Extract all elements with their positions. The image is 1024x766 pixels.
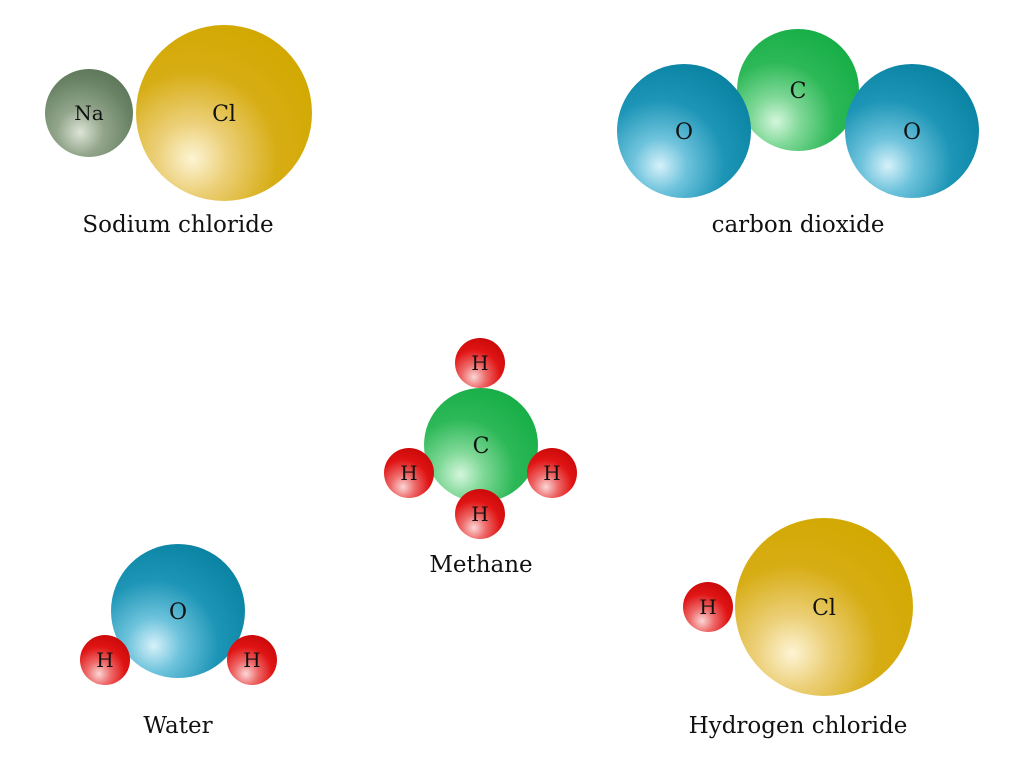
- atom-o: O: [845, 64, 979, 198]
- atom-sphere: [384, 448, 434, 498]
- atom-label: H: [471, 502, 488, 526]
- atom-o: O: [617, 64, 751, 198]
- atom-sphere: [527, 448, 577, 498]
- atom-label: Na: [74, 101, 104, 125]
- atom-sphere: [455, 338, 505, 388]
- atom-h: H: [384, 448, 434, 498]
- atom-label: H: [471, 351, 488, 375]
- atom-o: O: [111, 544, 245, 678]
- atom-label: H: [96, 648, 113, 672]
- atom-label: C: [790, 79, 807, 104]
- atom-sphere: [111, 544, 245, 678]
- molecule-hydrogen-chloride: Cl H Hydrogen chloride: [683, 518, 913, 739]
- atom-h: H: [683, 582, 733, 632]
- atom-sphere: [455, 489, 505, 539]
- atom-sphere: [136, 25, 312, 201]
- atom-c: C: [424, 388, 538, 502]
- atom-na: Na: [45, 69, 133, 157]
- atom-h: H: [455, 489, 505, 539]
- atom-cl: Cl: [136, 25, 312, 201]
- atom-label: H: [543, 461, 560, 485]
- molecule-name-label: carbon dioxide: [712, 212, 885, 238]
- atom-label: O: [675, 120, 693, 145]
- atom-label: H: [699, 595, 716, 619]
- atom-sphere: [424, 388, 538, 502]
- atom-sphere: [735, 518, 913, 696]
- atom-sphere: [845, 64, 979, 198]
- atom-c: C: [737, 29, 859, 151]
- atom-label: O: [169, 600, 187, 625]
- molecule-name-label: Hydrogen chloride: [689, 713, 908, 739]
- molecule-water: O H H Water: [80, 544, 277, 739]
- atom-h: H: [227, 635, 277, 685]
- atom-label: Cl: [812, 596, 836, 621]
- atom-label: H: [243, 648, 260, 672]
- atom-cl: Cl: [735, 518, 913, 696]
- atom-label: C: [473, 434, 490, 459]
- atom-label: H: [400, 461, 417, 485]
- molecule-name-label: Sodium chloride: [82, 212, 273, 238]
- molecule-name-label: Water: [143, 713, 212, 739]
- atom-sphere: [737, 29, 859, 151]
- molecule-methane: C H H H H Methane: [384, 338, 577, 578]
- atom-sphere: [617, 64, 751, 198]
- atom-sphere: [45, 69, 133, 157]
- atom-h: H: [527, 448, 577, 498]
- atom-h: H: [80, 635, 130, 685]
- molecule-name-label: Methane: [429, 552, 532, 578]
- atom-label: O: [903, 120, 921, 145]
- atom-sphere: [683, 582, 733, 632]
- atom-h: H: [455, 338, 505, 388]
- atom-label: Cl: [212, 102, 236, 127]
- atom-sphere: [227, 635, 277, 685]
- atom-sphere: [80, 635, 130, 685]
